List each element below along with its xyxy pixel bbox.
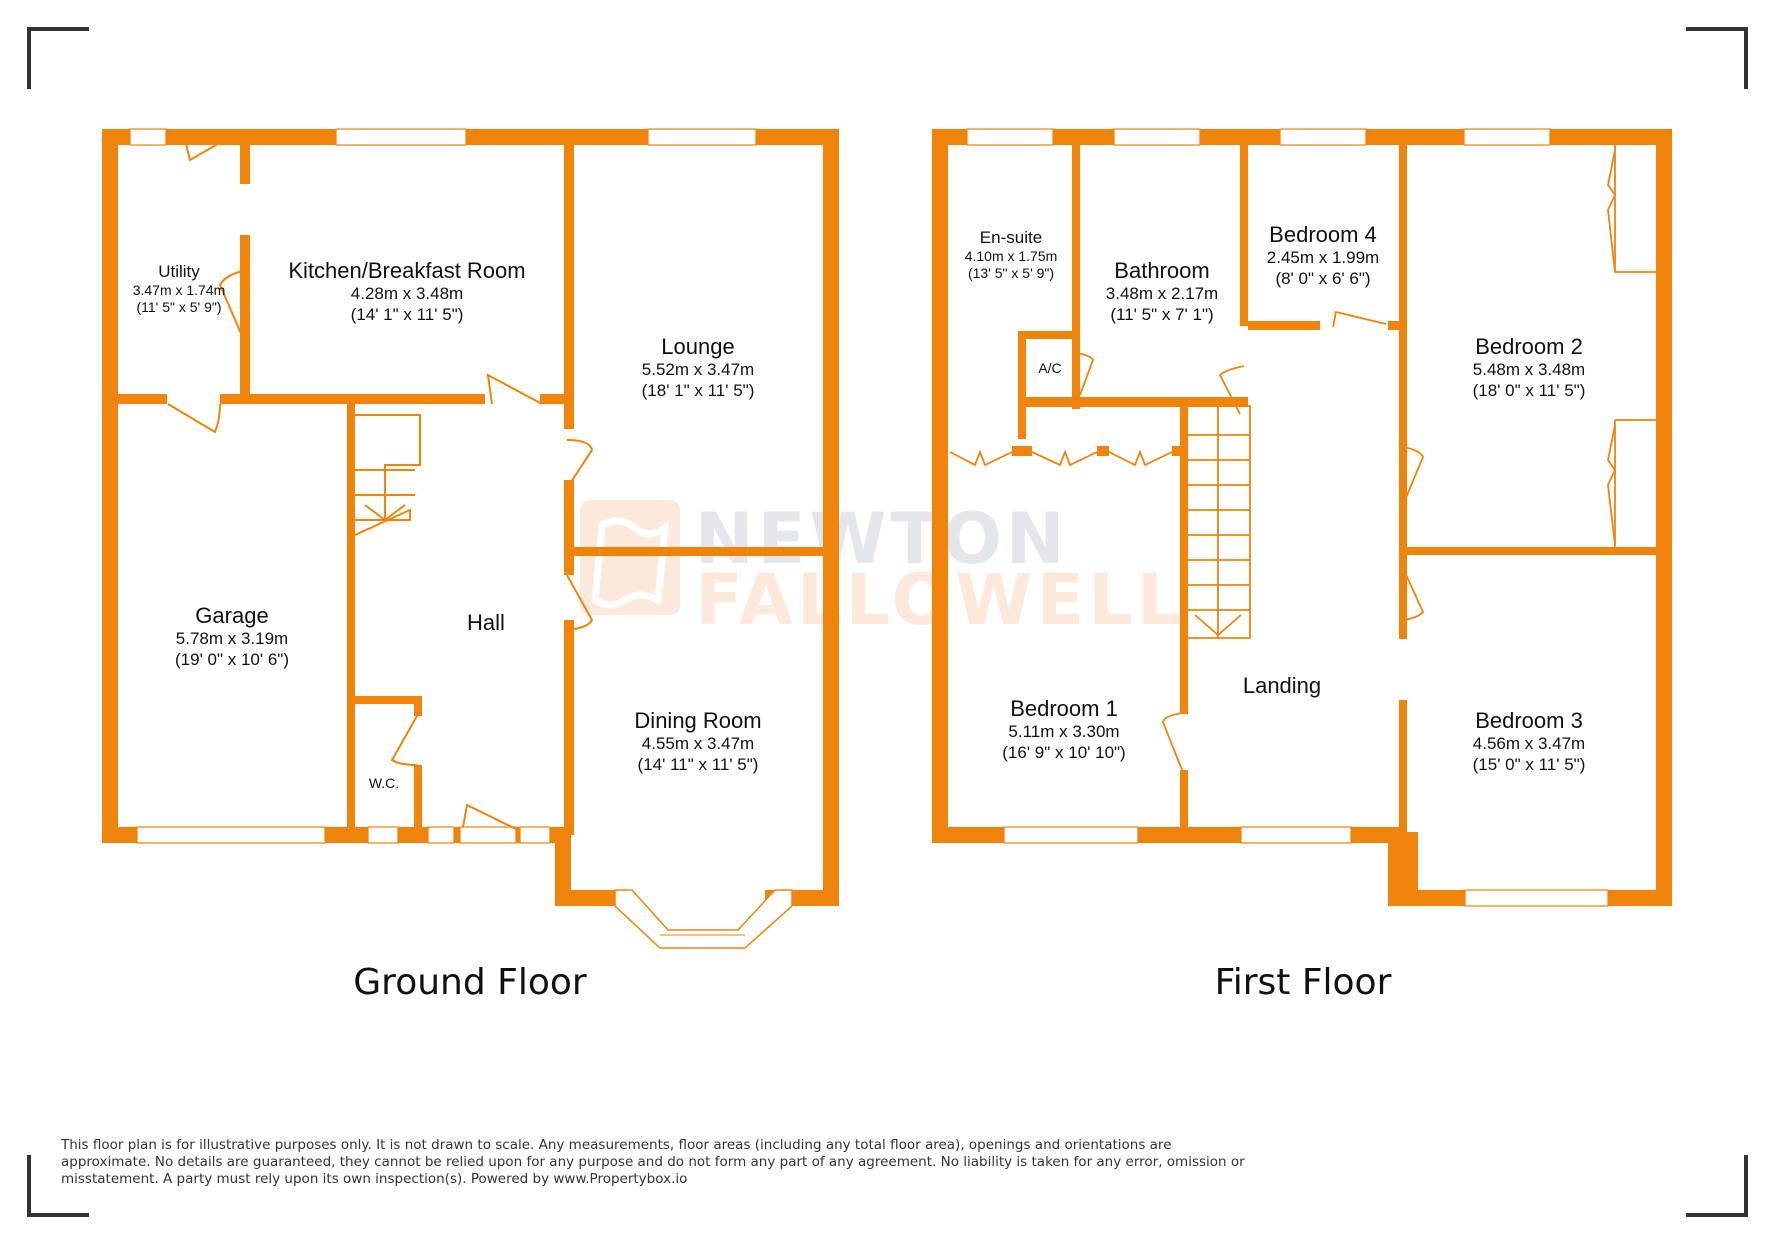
room-dimensions-imperial: (11' 5" x 7' 1") <box>1110 304 1214 324</box>
room-dimensions-metric: 5.52m x 3.47m <box>641 360 755 380</box>
room-label-garage: Garage 5.78m x 3.19m (19' 0" x 10' 6") <box>175 603 289 670</box>
room-label-en-suite: En-suite 4.10m x 1.75m (13' 5" x 5' 9") <box>965 228 1058 282</box>
watermark-line1: NEWTON <box>695 498 1069 580</box>
room-label-bedroom-4: Bedroom 4 2.45m x 1.99m (8' 0" x 6' 6") <box>1267 222 1379 289</box>
ground-floor-door-swings <box>167 132 594 831</box>
room-name: Bedroom 4 <box>1269 222 1377 247</box>
first-floor-title: First Floor <box>1214 962 1392 1003</box>
room-label-bedroom-3: Bedroom 3 4.56m x 3.47m (15' 0" x 11' 5"… <box>1473 708 1586 775</box>
room-name: Lounge <box>661 334 735 359</box>
room-dimensions-imperial: (16' 9" x 10' 10") <box>1002 742 1126 762</box>
first-floor-door-swings <box>949 145 1656 771</box>
room-name: Landing <box>1242 673 1322 698</box>
ground-floor-windows <box>129 128 757 844</box>
room-dimensions-imperial: (8' 0" x 6' 6") <box>1275 268 1371 288</box>
ground-floor-title: Ground Floor <box>353 962 587 1003</box>
crop-mark-top-left <box>27 27 89 89</box>
room-name: Bedroom 1 <box>1010 696 1118 721</box>
dining-bay-window <box>614 889 793 949</box>
room-dimensions-imperial: (11' 5" x 5' 9") <box>136 299 222 316</box>
room-label-lounge: Lounge 5.52m x 3.47m (18' 1" x 11' 5") <box>642 334 755 401</box>
room-name: Bathroom <box>1114 258 1210 283</box>
crop-mark-top-right <box>1686 27 1748 89</box>
room-name: Bedroom 2 <box>1475 334 1583 359</box>
room-label-airing-cupboard: A/C <box>1038 360 1061 377</box>
room-dimensions-imperial: (18' 0" x 11' 5") <box>1472 380 1586 400</box>
room-dimensions-metric: 4.55m x 3.47m <box>641 734 755 754</box>
room-label-hall: Hall <box>467 610 505 636</box>
room-name: En-suite <box>979 228 1043 247</box>
room-dimensions-metric: 4.10m x 1.75m <box>964 248 1058 265</box>
room-label-bathroom: Bathroom 3.48m x 2.17m (11' 5" x 7' 1") <box>1106 258 1218 325</box>
room-dimensions-imperial: (14' 1" x 11' 5") <box>350 304 464 324</box>
room-dimensions-metric: 4.28m x 3.48m <box>350 284 464 304</box>
room-label-bedroom-1: Bedroom 1 5.11m x 3.30m (16' 9" x 10' 10… <box>1002 696 1125 763</box>
room-name: Kitchen/Breakfast Room <box>288 258 526 283</box>
room-dimensions-imperial: (15' 0" x 11' 5") <box>1472 754 1586 774</box>
room-dimensions-metric: 3.48m x 2.17m <box>1105 284 1219 304</box>
crop-mark-bottom-right <box>1686 1155 1748 1217</box>
newton-fallowell-logo-icon <box>580 500 680 615</box>
room-name: Bedroom 3 <box>1475 708 1583 733</box>
room-dimensions-imperial: (14' 11" x 11' 5") <box>637 754 759 774</box>
room-dimensions-metric: 4.56m x 3.47m <box>1472 734 1586 754</box>
room-name: Garage <box>195 603 269 628</box>
room-dimensions-metric: 5.78m x 3.19m <box>175 629 289 649</box>
room-label-bedroom-2: Bedroom 2 5.48m x 3.48m (18' 0" x 11' 5"… <box>1473 334 1586 401</box>
room-dimensions-metric: 2.45m x 1.99m <box>1266 248 1380 268</box>
room-label-dining-room: Dining Room 4.55m x 3.47m (14' 11" x 11'… <box>634 708 761 775</box>
room-dimensions-metric: 5.48m x 3.48m <box>1472 360 1586 380</box>
room-label-kitchen: Kitchen/Breakfast Room 4.28m x 3.48m (14… <box>288 258 525 325</box>
room-dimensions-metric: 5.11m x 3.30m <box>1008 722 1120 742</box>
room-label-utility: Utility 3.47m x 1.74m (11' 5" x 5' 9") <box>133 262 226 316</box>
room-name: Utility <box>158 262 200 281</box>
disclaimer-text: This floor plan is for illustrative purp… <box>61 1137 1245 1187</box>
crop-mark-bottom-left <box>27 1155 89 1217</box>
room-label-landing: Landing <box>1243 673 1321 699</box>
room-dimensions-imperial: (13' 5" x 5' 9") <box>967 265 1055 282</box>
room-name: Hall <box>467 610 505 635</box>
room-name: A/C <box>1038 360 1062 376</box>
first-floor-windows <box>966 128 1609 907</box>
room-label-wc: W.C. <box>369 775 399 792</box>
room-dimensions-imperial: (18' 1" x 11' 5") <box>641 380 755 400</box>
ground-floor-walls <box>102 129 839 906</box>
room-dimensions-metric: 3.47m x 1.74m <box>132 282 226 299</box>
room-name: Dining Room <box>634 708 762 733</box>
room-dimensions-imperial: (19' 0" x 10' 6") <box>174 649 290 669</box>
room-name: W.C. <box>368 775 400 791</box>
